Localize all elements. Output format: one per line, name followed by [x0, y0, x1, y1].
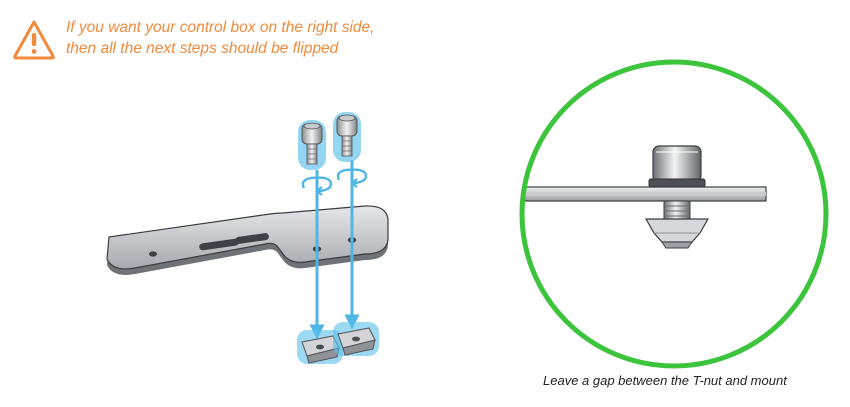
screw-left — [298, 120, 326, 170]
detail-ring — [519, 59, 829, 369]
t-nut-left — [297, 330, 343, 364]
detail-t-nut — [644, 218, 710, 249]
warning-triangle-icon — [13, 20, 55, 60]
rotation-arrow-right-icon — [336, 168, 368, 185]
detail-caption: Leave a gap between the T-nut and mount — [543, 373, 787, 388]
t-nut-right — [333, 322, 379, 356]
warning-line-1: If you want your control box on the righ… — [66, 19, 375, 36]
warning-line-2: then all the next steps should be flippe… — [66, 40, 339, 57]
warning-message: If you want your control box on the righ… — [66, 17, 374, 59]
mount-plate — [106, 205, 389, 275]
detail-view — [519, 59, 829, 369]
screw-right — [333, 112, 361, 162]
assembly-illustration — [106, 112, 389, 364]
detail-plate — [522, 186, 767, 202]
rotation-arrow-left-icon — [301, 176, 333, 193]
